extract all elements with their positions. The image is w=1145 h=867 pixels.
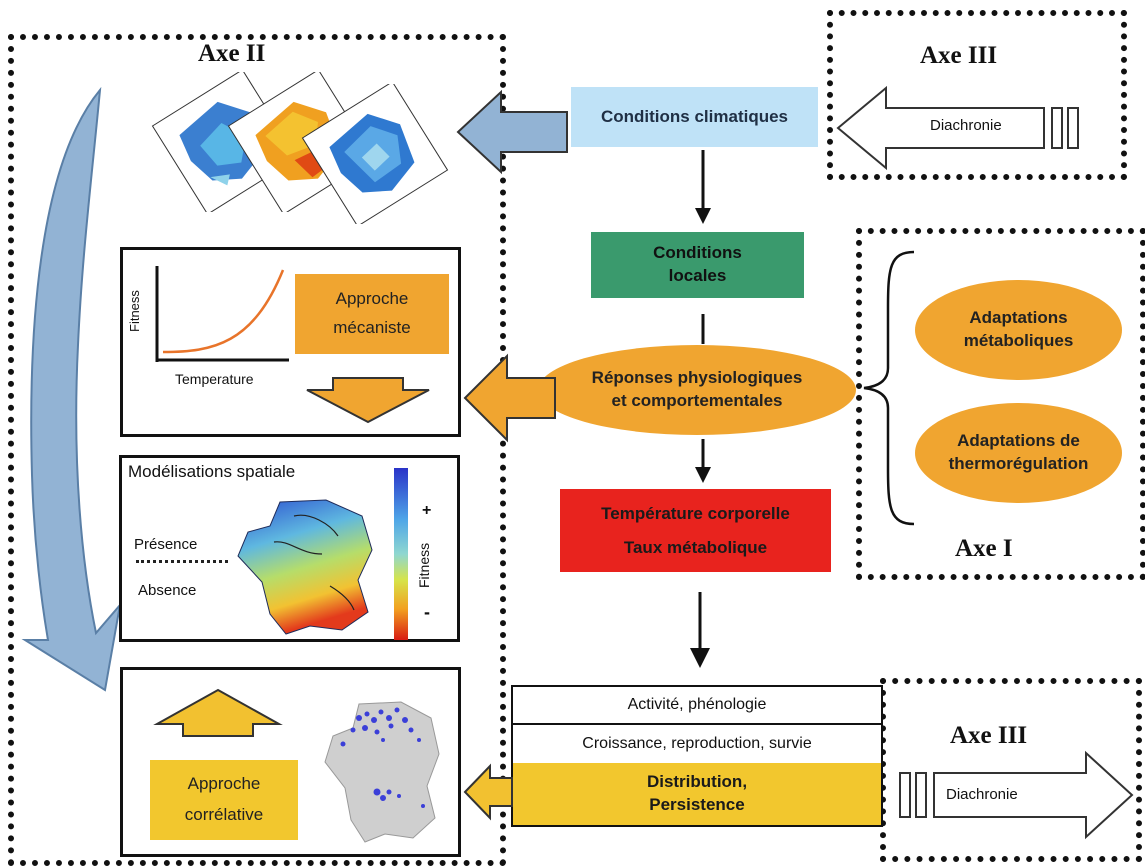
arrow-responses-to-temp — [695, 439, 711, 483]
mechanistic-panel: Fitness Temperature Approche mécaniste — [120, 247, 461, 437]
axe-i-label: Axe I — [955, 535, 1013, 562]
metabolic-line1: Adaptations — [969, 308, 1068, 328]
presence-label: Présence — [134, 536, 198, 553]
feedback-curved-arrow — [21, 86, 122, 692]
adaptations-brace — [863, 250, 915, 526]
temperature-axis-label: Temperature — [175, 371, 254, 387]
responses-line1: Réponses physiologiques — [591, 368, 803, 388]
growth-reproduction-row: Croissance, reproduction, survie — [513, 725, 881, 763]
axe-iii-top-label: Axe III — [920, 42, 998, 69]
local-conditions-box: Conditions locales — [591, 232, 804, 298]
metabolic-line2: métaboliques — [963, 331, 1074, 350]
distribution-row: Distribution, Persistence — [513, 763, 881, 825]
axe-iii-bottom-label: Axe III — [950, 722, 1028, 749]
mechanistic-down-arrow — [306, 377, 430, 424]
correlative-panel: Approche corrélative — [120, 667, 461, 857]
axe-iii-top-frame — [827, 10, 1127, 180]
axe-ii-frame — [8, 34, 506, 866]
thermo-line1: Adaptations de — [957, 431, 1080, 451]
distribution-line2: Persistence — [649, 795, 745, 814]
fitness-axis-label: Fitness — [127, 290, 142, 332]
climatic-conditions-box: Conditions climatiques — [571, 87, 818, 147]
climate-map-3 — [301, 84, 449, 224]
correlative-line2: corrélative — [184, 805, 264, 824]
axe-iii-bottom-frame — [880, 678, 1142, 862]
fitness-scale-label: Fitness — [416, 542, 432, 588]
occurrence-map — [324, 701, 440, 843]
distribution-line1: Distribution, — [646, 772, 748, 792]
local-conditions-line2: locales — [668, 266, 727, 285]
line-local-to-responses — [701, 314, 705, 344]
axe-i-frame — [856, 228, 1145, 580]
responses-to-mechanistic-arrow — [463, 353, 556, 443]
arrow-climatic-to-local — [695, 150, 711, 224]
correlative-line1: Approche — [187, 774, 261, 794]
spatial-model-title: Modélisations spatiale — [128, 462, 296, 481]
france-fitness-map — [237, 499, 373, 635]
mechanistic-line1: Approche — [335, 289, 409, 309]
local-conditions-line1: Conditions — [653, 243, 742, 263]
arrow-temp-to-stack — [690, 592, 710, 668]
spatial-model-panel: Modélisations spatiale Présence Absence — [119, 455, 460, 642]
correlative-up-arrow — [153, 688, 283, 737]
fitness-color-scale — [394, 468, 408, 640]
absence-label: Absence — [138, 582, 197, 599]
thermoregulation-adaptations-oval: Adaptations de thermorégulation — [915, 403, 1122, 503]
fitness-scale-plus: + — [422, 502, 432, 519]
presence-absence-divider — [136, 560, 228, 563]
diachronie-bottom-arrow — [899, 750, 1134, 840]
activity-phenology-row: Activité, phénologie — [513, 687, 881, 725]
diachronie-bottom-label: Diachronie — [946, 786, 1018, 803]
correlative-approach-label: Approche corrélative — [150, 760, 298, 840]
mechanistic-approach-label: Approche mécaniste — [295, 274, 449, 354]
physiological-responses-oval: Réponses physiologiques et comportementa… — [538, 345, 856, 435]
climate-to-axe2-arrow — [456, 89, 568, 175]
responses-line2: et comportementales — [611, 391, 783, 410]
mechanistic-line2: mécaniste — [333, 318, 411, 337]
metabolic-adaptations-oval: Adaptations métaboliques — [915, 280, 1122, 380]
diachronie-top-arrow — [836, 85, 1079, 171]
body-temperature-box: Température corporelle Taux métabolique — [560, 489, 831, 572]
temp-line2: Taux métabolique — [623, 537, 768, 557]
thermo-line2: thermorégulation — [948, 454, 1089, 473]
temp-line1: Température corporelle — [601, 503, 790, 523]
axe-ii-label: Axe II — [198, 40, 266, 67]
fitness-scale-minus: - — [424, 602, 430, 622]
outcome-stack: Activité, phénologie Croissance, reprodu… — [511, 685, 883, 827]
fitness-curve-plot — [155, 266, 289, 362]
distribution-to-correlative-arrow — [463, 763, 513, 821]
diachronie-top-label: Diachronie — [930, 117, 1002, 134]
